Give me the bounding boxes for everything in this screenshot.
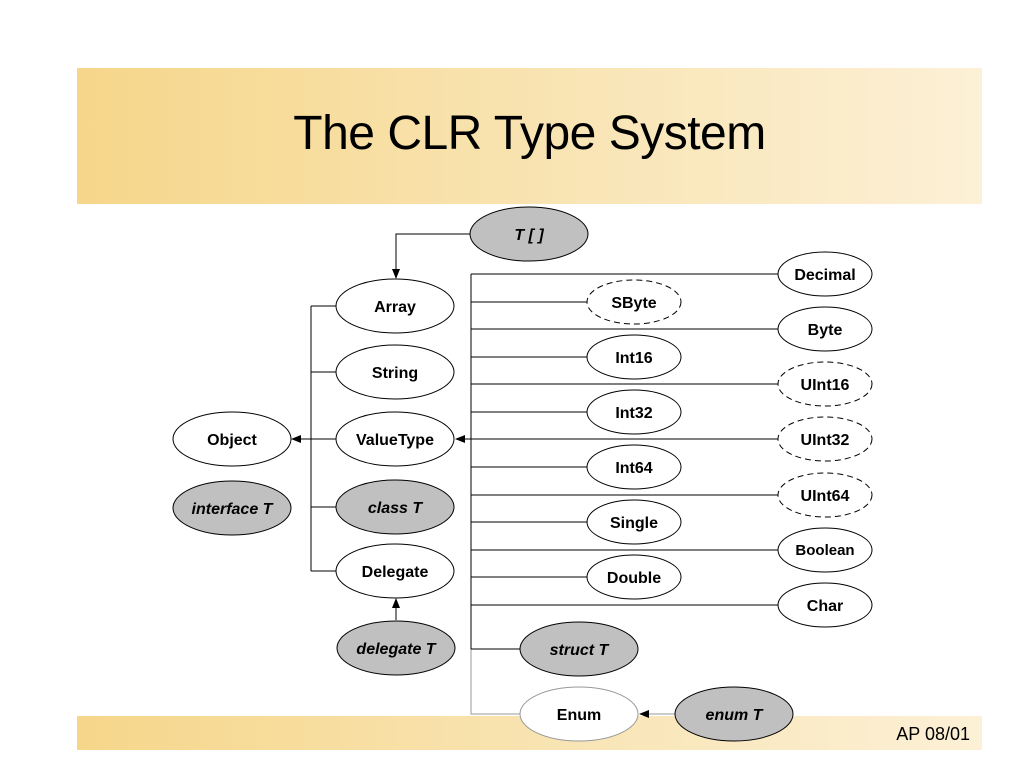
- node-single: Single: [586, 499, 682, 545]
- node-interface-t: interface T: [172, 480, 292, 536]
- node-label: Int16: [615, 350, 652, 367]
- node-struct-t: struct T: [519, 621, 639, 677]
- node-label: Enum: [557, 707, 601, 724]
- node-int16: Int16: [586, 334, 682, 380]
- node-delegate-t: delegate T: [336, 620, 456, 676]
- node-label: interface T: [192, 501, 274, 518]
- node-label: Double: [607, 570, 661, 587]
- node-label: enum T: [706, 707, 764, 724]
- node-label: Array: [374, 299, 416, 316]
- node-uint64: UInt64: [777, 472, 873, 518]
- node-label: Single: [610, 515, 658, 532]
- node-label: Decimal: [794, 267, 855, 284]
- node-class-t: class T: [335, 479, 455, 535]
- node-label: UInt32: [801, 432, 850, 449]
- node-label: ValueType: [356, 432, 434, 449]
- node-label: class T: [368, 500, 423, 517]
- node-object: Object: [172, 411, 292, 467]
- node-label: struct T: [550, 642, 610, 659]
- node-label: SByte: [611, 295, 656, 312]
- node-valuetype: ValueType: [335, 411, 455, 467]
- node-sbyte: SByte: [586, 279, 682, 325]
- edge-trunk-enum: [470, 649, 520, 715]
- node-label: Int64: [615, 460, 652, 477]
- node-array: Array: [335, 278, 455, 334]
- node-enum-t: enum T: [674, 686, 794, 742]
- node-label: Object: [207, 432, 257, 449]
- node-label: UInt16: [801, 377, 850, 394]
- node-label: Int32: [615, 405, 652, 422]
- node-label: Byte: [808, 322, 843, 339]
- node-decimal: Decimal: [777, 251, 873, 297]
- node-delegate: Delegate: [335, 543, 455, 599]
- node-label: String: [372, 365, 418, 382]
- node-int32: Int32: [586, 389, 682, 435]
- node-label: Char: [807, 598, 843, 615]
- footer-label: AP 08/01: [896, 724, 970, 744]
- node-uint32: UInt32: [777, 416, 873, 462]
- connectors: [291, 233, 778, 718]
- node-label: delegate T: [356, 641, 436, 658]
- node-uint16: UInt16: [777, 361, 873, 407]
- node-enum: Enum: [519, 686, 639, 742]
- slide-title: The CLR Type System: [293, 107, 766, 160]
- node-label: T [ ]: [514, 227, 544, 244]
- node-int64: Int64: [586, 444, 682, 490]
- node-tarray: T [ ]: [469, 206, 589, 262]
- node-label: UInt64: [801, 488, 850, 505]
- node-label: Delegate: [362, 564, 429, 581]
- node-char: Char: [777, 582, 873, 628]
- node-boolean: Boolean: [777, 527, 873, 573]
- node-byte: Byte: [777, 306, 873, 352]
- node-double: Double: [586, 554, 682, 600]
- title-banner: The CLR Type System: [77, 68, 982, 204]
- node-label: Boolean: [795, 542, 854, 559]
- edge-tarray-array: [392, 233, 470, 279]
- node-string: String: [335, 344, 455, 400]
